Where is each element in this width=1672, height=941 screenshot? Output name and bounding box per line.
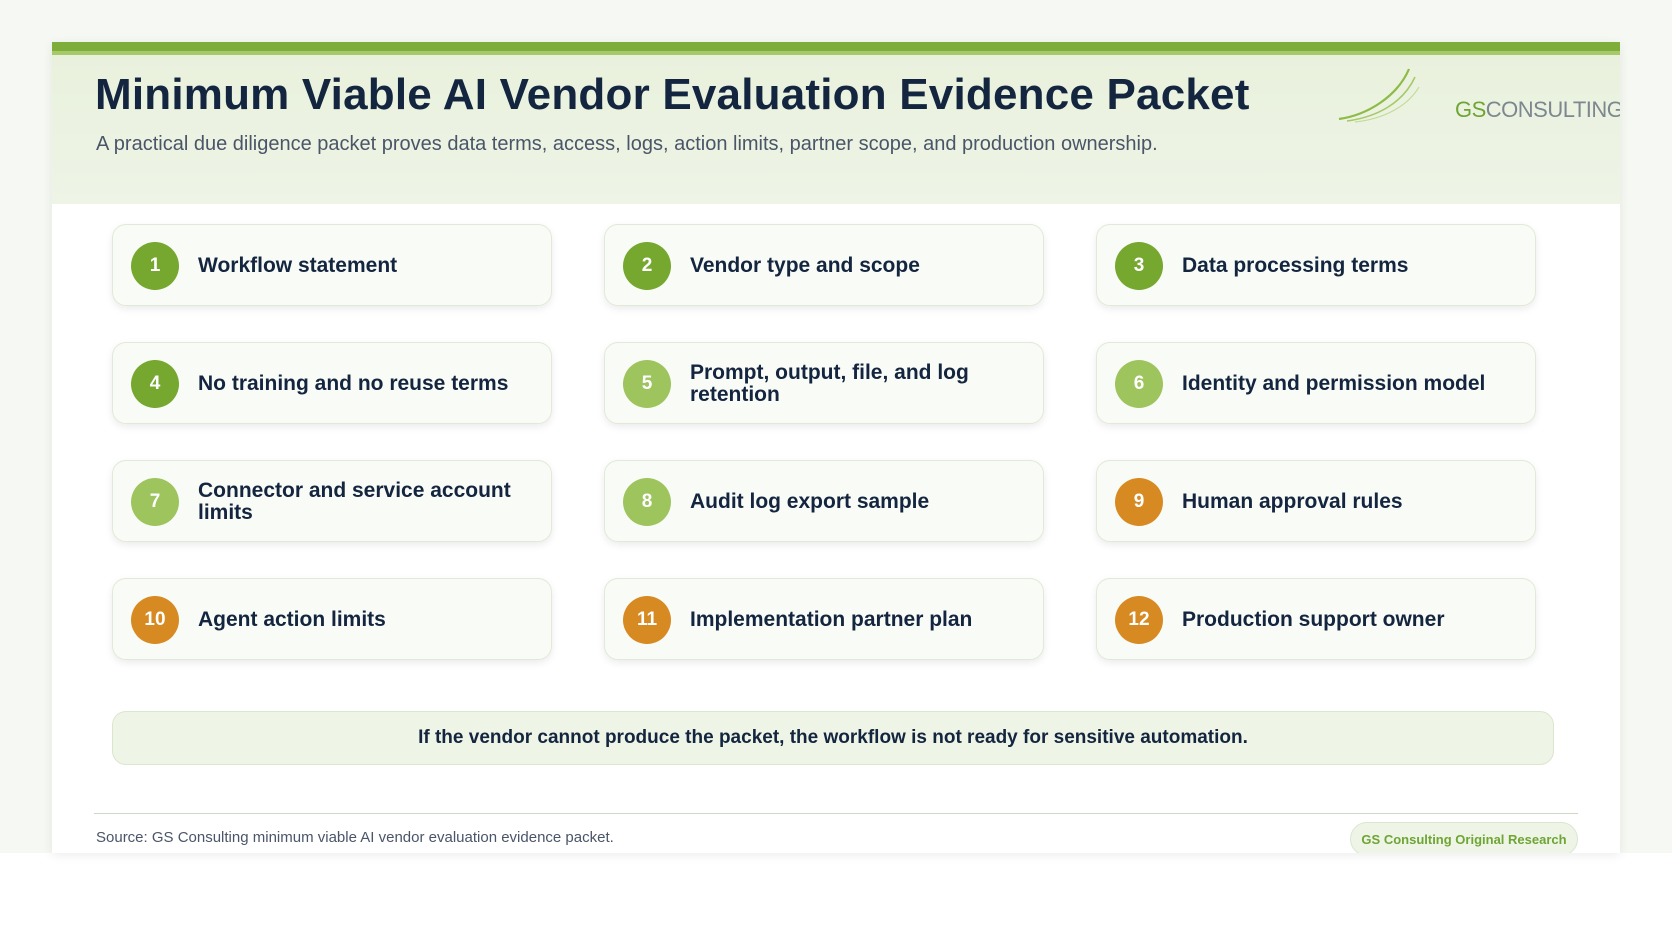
item-label: Audit log export sample (690, 490, 930, 513)
item-number-badge: 11 (623, 596, 671, 644)
evidence-item: 2 Vendor type and scope (604, 224, 1044, 306)
item-label: Prompt, output, file, and log retention (690, 361, 969, 406)
evidence-item: 6 Identity and permission model (1096, 342, 1536, 424)
source-note: Source: GS Consulting minimum viable AI … (96, 829, 614, 846)
item-label: Data processing terms (1182, 254, 1409, 277)
research-badge: GS Consulting Original Research (1350, 822, 1578, 853)
page-title: Minimum Viable AI Vendor Evaluation Evid… (95, 70, 1250, 119)
evidence-item: 9 Human approval rules (1096, 460, 1536, 542)
evidence-item: 4 No training and no reuse terms (112, 342, 552, 424)
footer-divider (94, 813, 1578, 814)
accent-bar-light (52, 51, 1620, 55)
evidence-item: 1 Workflow statement (112, 224, 552, 306)
item-number-badge: 10 (131, 596, 179, 644)
accent-bar (52, 42, 1620, 51)
item-number-badge: 3 (1115, 242, 1163, 290)
evidence-item: 11 Implementation partner plan (604, 578, 1044, 660)
item-number-badge: 12 (1115, 596, 1163, 644)
item-label: No training and no reuse terms (198, 372, 509, 395)
gs-consulting-logo: GSCONSULTING (1337, 67, 1620, 127)
item-number-badge: 5 (623, 360, 671, 408)
item-number-badge: 2 (623, 242, 671, 290)
item-number-badge: 8 (623, 478, 671, 526)
item-label: Implementation partner plan (690, 608, 973, 631)
evidence-item: 8 Audit log export sample (604, 460, 1044, 542)
header-band: Minimum Viable AI Vendor Evaluation Evid… (52, 55, 1620, 204)
evidence-item: 7 Connector and service account limits (112, 460, 552, 542)
item-label: Agent action limits (198, 608, 386, 631)
slide-card: Minimum Viable AI Vendor Evaluation Evid… (52, 42, 1620, 853)
callout-banner: If the vendor cannot produce the packet,… (112, 711, 1554, 765)
item-label: Production support owner (1182, 608, 1445, 631)
item-label: Workflow statement (198, 254, 398, 277)
item-number-badge: 4 (131, 360, 179, 408)
item-number-badge: 6 (1115, 360, 1163, 408)
page-subtitle: A practical due diligence packet proves … (96, 133, 1158, 155)
item-number-badge: 9 (1115, 478, 1163, 526)
item-label: Human approval rules (1182, 490, 1403, 513)
evidence-item: 10 Agent action limits (112, 578, 552, 660)
item-number-badge: 7 (131, 478, 179, 526)
item-number-badge: 1 (131, 242, 179, 290)
evidence-item: 12 Production support owner (1096, 578, 1536, 660)
logo-wordmark: GSCONSULTING (1455, 97, 1620, 122)
item-label: Vendor type and scope (690, 254, 920, 277)
evidence-item: 5 Prompt, output, file, and log retention (604, 342, 1044, 424)
swoosh-icon (1338, 68, 1420, 123)
item-label: Identity and permission model (1182, 372, 1486, 395)
item-label: Connector and service account limits (198, 479, 511, 524)
evidence-item: 3 Data processing terms (1096, 224, 1536, 306)
